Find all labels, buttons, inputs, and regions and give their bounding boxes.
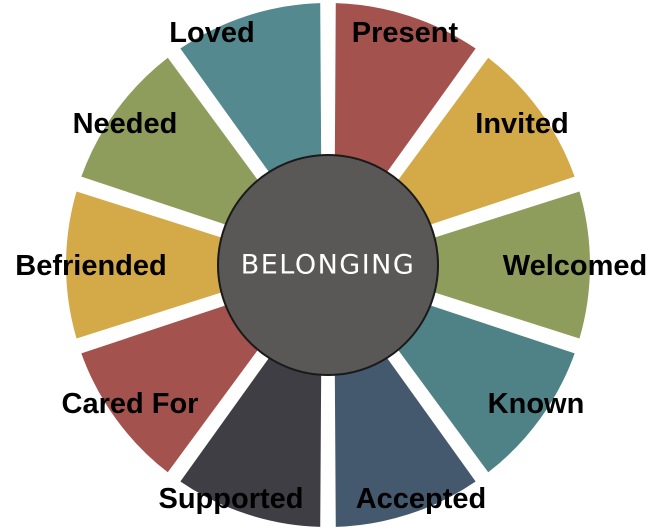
segment-label-present: Present [352, 17, 459, 49]
segment-label-supported: Supported [159, 483, 304, 515]
segment-present [334, 3, 476, 178]
segment-label-known: Known [488, 388, 585, 420]
segment-needed [81, 57, 262, 227]
segment-cared-for [81, 303, 262, 473]
segment-label-befriended: Befriended [15, 250, 166, 282]
segment-known [394, 303, 575, 473]
segment-label-loved: Loved [169, 17, 254, 49]
segment-befriended [66, 191, 228, 339]
center-circle [217, 154, 439, 376]
segment-supported [180, 352, 322, 527]
segment-loved [180, 3, 322, 178]
segment-accepted [334, 352, 476, 527]
segment-welcomed [428, 191, 590, 339]
wheel-segments [66, 3, 590, 527]
segment-label-welcomed: Welcomed [503, 250, 648, 282]
segment-label-invited: Invited [475, 108, 568, 140]
segment-invited [394, 57, 575, 227]
segment-label-accepted: Accepted [356, 483, 487, 515]
center-label: BELONGING [241, 250, 416, 281]
segment-label-needed: Needed [73, 108, 178, 140]
segment-label-cared-for: Cared For [62, 388, 199, 420]
